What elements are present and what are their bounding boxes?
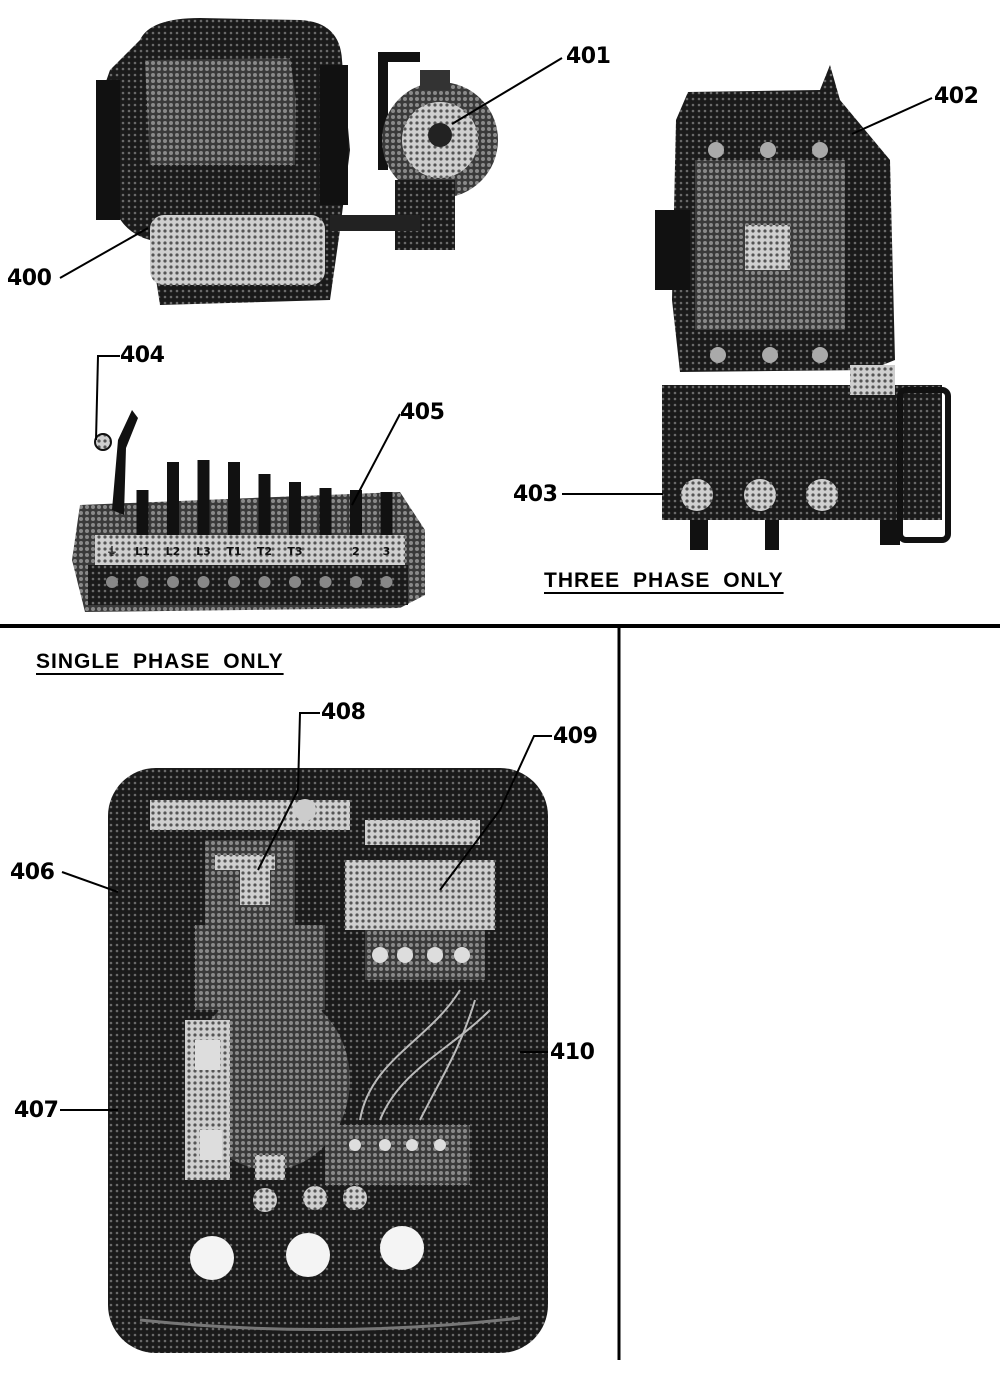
terminal-post — [258, 474, 271, 535]
caption-single-phase: SINGLE PHASE ONLY — [36, 650, 284, 673]
callout-402: 402 — [934, 84, 979, 109]
terminal-screw — [350, 576, 362, 588]
terminal-screw — [228, 576, 240, 588]
terminal-screw — [106, 576, 118, 588]
terminal-marking: T1 — [226, 545, 241, 558]
callout-407: 407 — [14, 1098, 59, 1123]
terminal-post — [228, 462, 240, 535]
leader-lines — [59, 57, 933, 1111]
terminal-post — [319, 488, 332, 535]
knockout-left — [190, 1236, 234, 1280]
callout-408: 408 — [321, 700, 366, 725]
part-410-terminal-strip — [325, 989, 491, 1185]
terminal-marking: 2 — [352, 545, 360, 558]
single-phase-control-box — [108, 768, 548, 1353]
callout-410: 410 — [550, 1040, 595, 1065]
terminal-screw — [258, 576, 271, 588]
terminal-marking: T2 — [257, 545, 272, 558]
terminal-post — [197, 460, 210, 535]
terminal-post — [167, 462, 179, 535]
terminal-post — [136, 490, 149, 535]
terminal-screw — [380, 576, 393, 588]
part-408-relay — [205, 840, 295, 925]
terminal-marking: L2 — [166, 545, 181, 558]
terminal-post — [289, 482, 301, 535]
callout-400: 400 — [7, 266, 52, 291]
terminal-marking: L3 — [196, 545, 211, 558]
terminal-marking: L1 — [135, 545, 150, 558]
part-400-transformer — [96, 18, 350, 305]
callout-401: 401 — [566, 44, 611, 69]
part-402-contactor — [655, 65, 895, 372]
terminal-screw — [289, 576, 301, 588]
knockout-right — [380, 1226, 424, 1270]
terminal-post — [380, 492, 393, 535]
terminal-marking: T3 — [287, 545, 302, 558]
callout-409: 409 — [553, 724, 598, 749]
part-404-ground-lug — [94, 410, 138, 515]
knockout-center — [286, 1233, 330, 1277]
terminal-screw — [319, 576, 332, 588]
caption-three-phase: THREE PHASE ONLY — [544, 569, 784, 592]
callout-404: 404 — [120, 343, 165, 368]
terminal-marking: ⏚ — [107, 545, 118, 558]
callout-406: 406 — [10, 860, 55, 885]
part-407-switch — [185, 1020, 230, 1180]
callout-403: 403 — [513, 482, 558, 507]
terminal-screw — [136, 576, 149, 588]
terminal-screw — [167, 576, 179, 588]
callout-405: 405 — [400, 400, 445, 425]
part-401-timer — [330, 52, 498, 250]
part-403-overload-relay — [662, 365, 951, 550]
terminal-marking: 3 — [383, 545, 391, 558]
part-405-terminal-block: ⏚ L1 L2 L3 T1 T2 T3 2 3 — [72, 460, 425, 612]
part-409-terminal-board — [345, 820, 495, 980]
terminal-screw — [197, 576, 210, 588]
